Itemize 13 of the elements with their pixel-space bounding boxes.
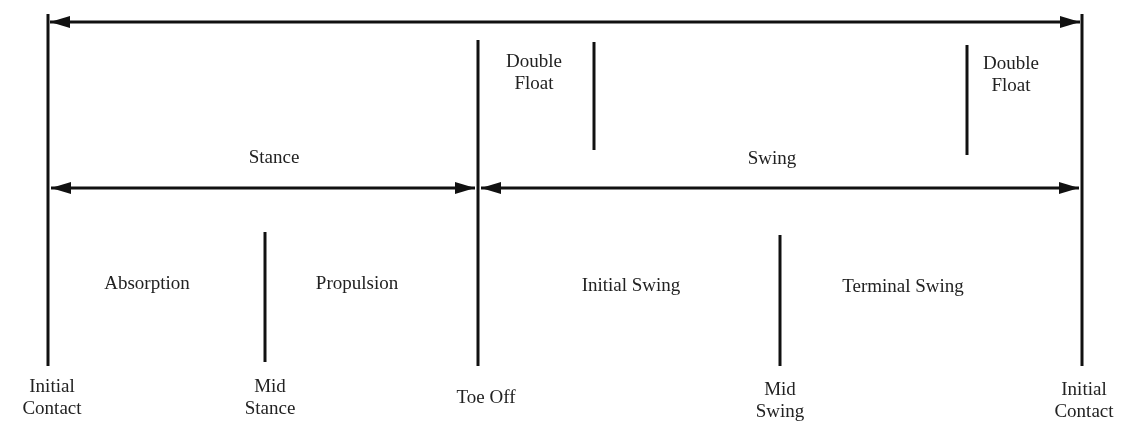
phase-label: Initial Contact (21, 375, 83, 419)
phase-label: Initial Contact (1053, 378, 1115, 422)
phase-label: Double Float (505, 50, 563, 94)
phase-label: Double Float (982, 52, 1040, 96)
phase-label: Toe Off (455, 386, 517, 408)
phase-label: Stance (247, 146, 301, 168)
phase-label: Absorption (103, 272, 191, 294)
phase-label: Propulsion (314, 272, 400, 294)
phase-label: Mid Stance (243, 375, 297, 419)
phase-label: Mid Swing (754, 378, 806, 422)
phase-label: Swing (746, 147, 798, 169)
phase-label: Initial Swing (580, 274, 682, 296)
phase-label: Terminal Swing (841, 275, 965, 297)
